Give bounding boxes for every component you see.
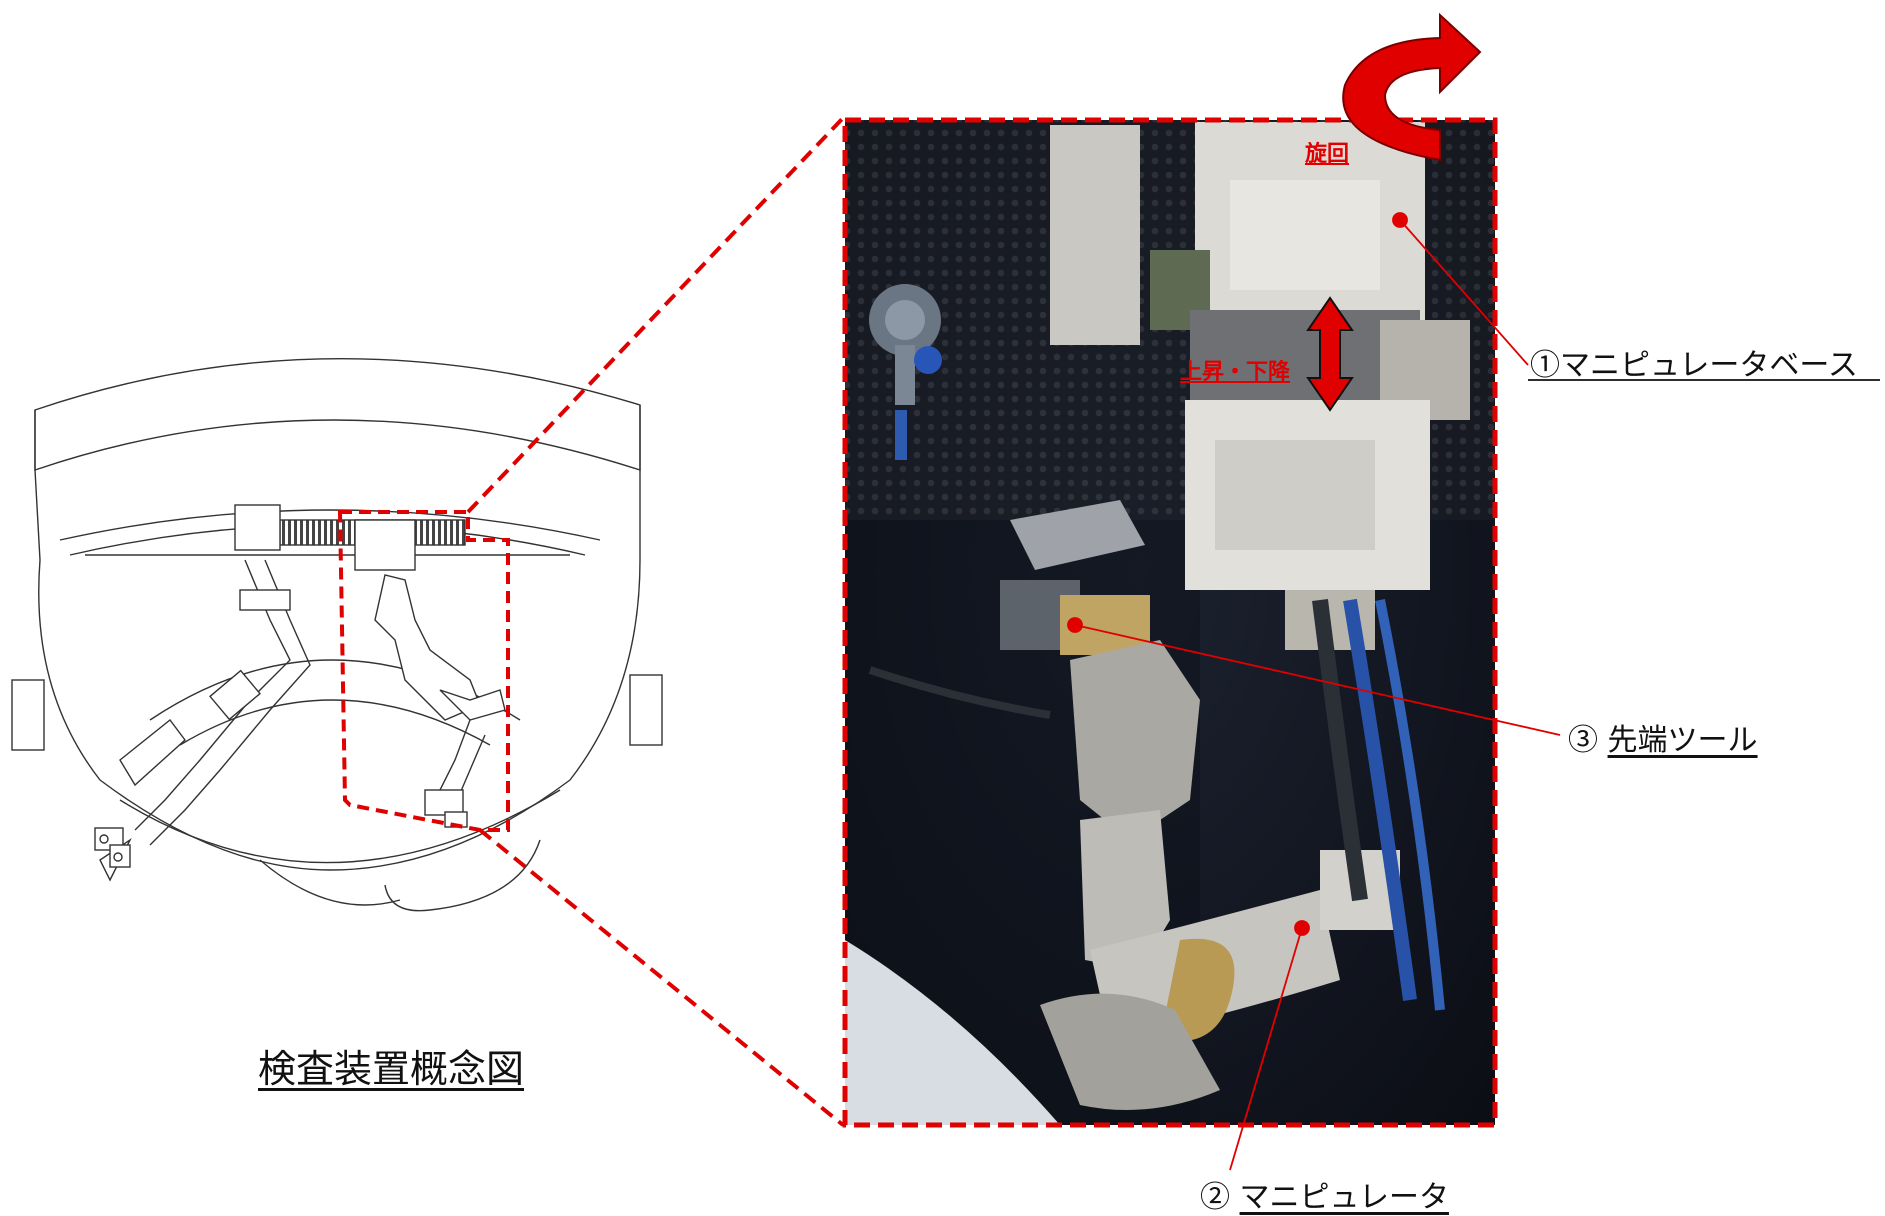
callout-manipulator-base: ①マニピュレータベース <box>1530 340 1858 384</box>
photo-frame <box>842 117 1498 1128</box>
leader-dot-1 <box>1392 212 1408 228</box>
connector-top <box>466 116 845 514</box>
leader-dot-2 <box>1294 920 1310 936</box>
leader-dot-3 <box>1067 617 1083 633</box>
concept-drawing <box>11 358 663 912</box>
callout-3-number: ③ <box>1568 723 1598 758</box>
callout-manipulator: ② マニピュレータ <box>1200 1172 1449 1216</box>
leader-line-2 <box>1229 927 1303 1171</box>
updown-label: 上昇・下降 <box>1180 360 1291 385</box>
concept-caption: 検査装置概念図 <box>258 1047 525 1091</box>
callout-2-text: マニピュレータ <box>1239 1180 1449 1215</box>
highlight-region <box>337 510 510 832</box>
callout-2-number: ② <box>1200 1180 1230 1215</box>
callout-1-text: マニピュレータベース <box>1560 348 1858 383</box>
callout-tip-tool: ③ 先端ツール <box>1568 715 1758 759</box>
updown-arrow-icon <box>1306 296 1354 412</box>
callout-3-text: 先端ツール <box>1607 723 1758 758</box>
callout-1-number: ① <box>1530 348 1560 383</box>
connector-bottom <box>478 828 845 1127</box>
rotate-arrow-icon <box>1342 12 1482 162</box>
device-photo <box>845 120 1495 1125</box>
leader-line-1 <box>1399 219 1529 366</box>
leader-line-3 <box>1074 624 1561 736</box>
rotate-label: 旋回 <box>1305 142 1350 167</box>
